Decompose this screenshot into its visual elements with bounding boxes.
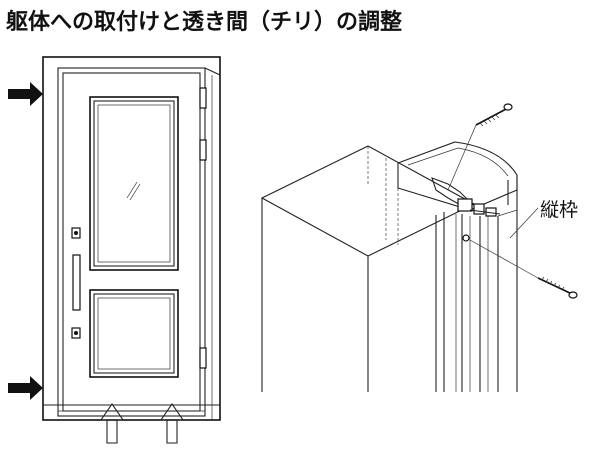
screw-icon [475, 103, 513, 127]
hinge-middle [199, 139, 207, 161]
door-inner-frame [57, 67, 206, 417]
page-title: 躯体への取付けと透き間（チリ）の調整 [6, 10, 403, 35]
door-handle [72, 254, 81, 311]
arrow-right-icon [8, 82, 43, 106]
arrow-up-outline-icon [159, 403, 185, 444]
door-leaf [62, 72, 201, 412]
vertical-frame-label: 縦枠 [540, 199, 579, 221]
upper-glass-panel [89, 96, 179, 271]
door-elevation [8, 56, 221, 444]
frame-top [397, 141, 518, 211]
screw-hole [462, 234, 470, 242]
screw-icon [537, 276, 578, 299]
arrow-right-icon [8, 376, 43, 400]
lower-panel [89, 289, 179, 378]
door-outer-frame [42, 56, 221, 421]
frame-section-detail [260, 103, 578, 392]
hinge-bottom [199, 347, 207, 369]
arrow-up-outline-icon [99, 403, 125, 444]
hinge-top [199, 87, 207, 109]
